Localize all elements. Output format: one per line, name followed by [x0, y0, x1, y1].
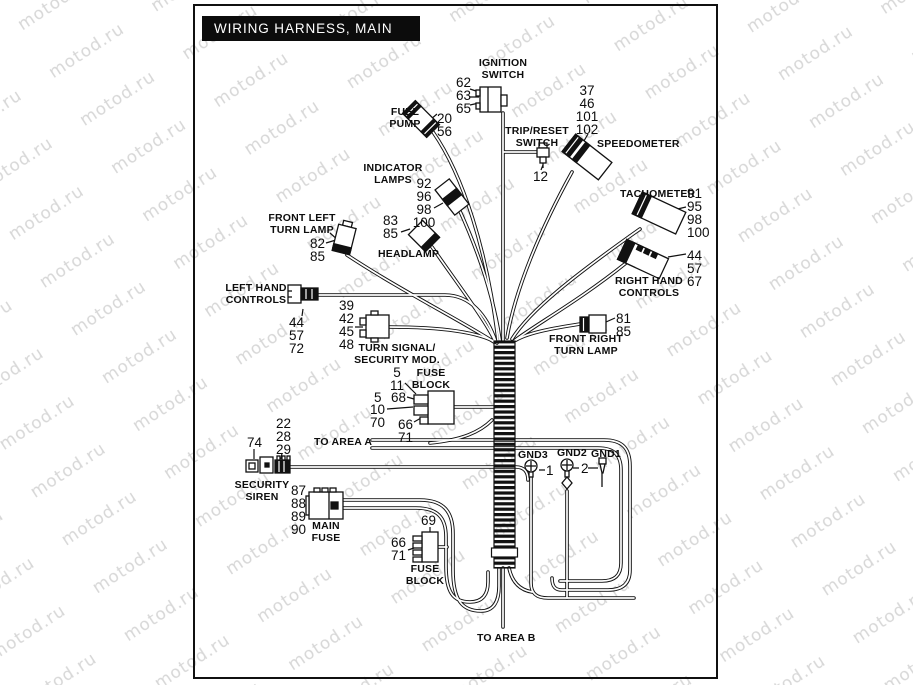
label-tachometer: TACHOMETER [620, 188, 696, 200]
diagram-title: WIRING HARNESS, MAIN [202, 16, 420, 41]
fuse-block-upper [413, 390, 455, 425]
ignition-switch-connector [475, 86, 508, 113]
label-trip-reset-switch: TRIP/RESET SWITCH [505, 125, 569, 149]
front-right-turn-lamp-connector [579, 314, 607, 334]
wire-cores [289, 112, 641, 628]
label-fuse-block-lower: FUSE BLOCK [405, 563, 445, 587]
callout-indicator-lamps: 92 96 98 100 [412, 176, 436, 230]
indicator-lamps-connector [434, 177, 470, 217]
label-fuse-block-upper: FUSE BLOCK [411, 367, 451, 391]
fuse-block-lower [412, 531, 439, 563]
callout-security-siren-74: 74 [247, 435, 263, 450]
label-gnd3: GND3 [518, 449, 548, 461]
callout-fuel-pump: 20 56 [437, 111, 453, 139]
callout-right-hand-controls: 44 57 67 [687, 248, 703, 289]
label-gnd1: GND1 [591, 448, 621, 460]
turn-signal-security-module [359, 310, 390, 343]
label-front-left-turn-lamp: FRONT LEFT TURN LAMP [268, 212, 336, 236]
label-right-hand-controls: RIGHT HAND CONTROLS [615, 275, 683, 299]
security-siren-connectors [245, 455, 291, 474]
callout-fuse-block-upper-5: 5 [374, 390, 382, 405]
trip-reset-switch-connector [536, 142, 550, 168]
callout-front-right-turn-lamp: 81 85 [616, 311, 632, 339]
tachometer-connector [631, 191, 687, 235]
callout-left-hand-controls: 44 57 72 [289, 315, 305, 356]
label-headlamp: HEADLAMP [378, 248, 440, 260]
label-gnd2: GND2 [557, 447, 587, 459]
label-turn-signal-security-mod: TURN SIGNAL/ SECURITY MOD. [354, 342, 440, 366]
gnd3-ring-terminal [524, 459, 538, 478]
callout-main-fuse: 87 88 89 90 [291, 483, 307, 537]
callout-gnd3: 1 [546, 463, 554, 478]
label-security-siren: SECURITY SIREN [234, 479, 290, 503]
callout-fuse-block-lower-69: 69 [421, 513, 437, 528]
callout-gnd2: 2 [581, 461, 589, 476]
main-harness-trunk [490, 340, 519, 569]
fuel-pump-connector [401, 99, 441, 139]
label-left-hand-controls: LEFT HAND CONTROLS [225, 282, 287, 306]
gnd2-ring-terminal [560, 458, 574, 491]
wire-outlines [288, 111, 642, 629]
label-front-right-turn-lamp: FRONT RIGHT TURN LAMP [549, 333, 623, 357]
callout-speedometer: 37 46 101 102 [575, 83, 599, 137]
callout-fuse-block-upper-66-71: 66 71 [398, 417, 414, 445]
callout-ignition-switch: 62 63 65 [456, 75, 472, 116]
front-left-turn-lamp-connector [331, 219, 357, 256]
left-hand-controls-connector [287, 284, 319, 304]
label-indicator-lamps: INDICATOR LAMPS [363, 162, 423, 186]
callout-turn-signal-security-mod: 39 42 45 48 [339, 298, 355, 352]
callout-fuse-block-upper-top: 5 11 [389, 365, 405, 393]
callout-headlamp: 83 85 [383, 213, 399, 241]
callout-tachometer: 91 95 98 100 [687, 186, 710, 240]
callout-fuse-block-upper-10-70: 10 70 [370, 402, 386, 430]
callout-trip-reset-switch: 12 [533, 169, 549, 184]
label-ignition-switch: IGNITION SWITCH [478, 57, 528, 81]
callout-fuse-block-upper-68: 68 [391, 390, 407, 405]
right-hand-controls-connector [616, 238, 670, 280]
speedometer-connector [561, 133, 613, 181]
label-fuel-pump: FUEL PUMP [389, 106, 421, 130]
label-main-fuse: MAIN FUSE [311, 520, 341, 544]
label-to-area-b: TO AREA B [477, 632, 536, 644]
headlamp-connector [407, 219, 441, 253]
callout-security-siren-col: 22 28 29 [276, 416, 292, 457]
label-to-area-a: TO AREA A [314, 436, 373, 448]
label-speedometer: SPEEDOMETER [597, 138, 680, 150]
harness-clamp [490, 547, 519, 558]
callout-front-left-turn-lamp: 82 85 [310, 236, 326, 264]
callout-fuse-block-lower-66-71: 66 71 [391, 535, 407, 563]
gnd1-spade-terminal [598, 457, 607, 487]
main-fuse-connector [305, 487, 344, 520]
